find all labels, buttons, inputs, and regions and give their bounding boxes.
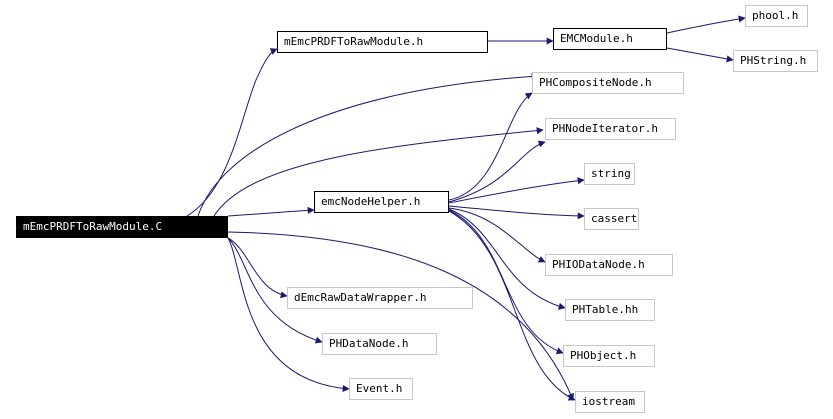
node-cassert-header: cassert	[584, 208, 639, 230]
node-phobject-header: PHObject.h	[563, 345, 655, 367]
node-module-header[interactable]: mEmcPRDFToRawModule.h	[277, 31, 488, 53]
node-label: PHObject.h	[570, 349, 637, 362]
node-label: emcNodeHelper.h	[321, 195, 421, 208]
edge-emcmodule-phstring	[666, 47, 734, 63]
edge-helper-string	[448, 177, 585, 204]
node-iostream-header: iostream	[575, 391, 645, 413]
edge-helper-phiodatanode	[448, 207, 546, 263]
node-phiodatanode-header: PHIODataNode.h	[545, 254, 673, 276]
edge-root-iostream	[227, 231, 574, 401]
edge-emcmodule-phool	[666, 15, 746, 34]
node-root-file: mEmcPRDFToRawModule.C	[16, 216, 228, 238]
node-label: PHNodeIterator.h	[552, 122, 658, 135]
edge-helper-iostream	[448, 210, 576, 401]
node-label: EMCModule.h	[560, 32, 633, 45]
node-string-header: string	[584, 163, 635, 185]
node-emcnodehelper-header[interactable]: emcNodeHelper.h	[314, 191, 449, 213]
node-demcrawdatawrapper-header: dEmcRawDataWrapper.h	[287, 287, 473, 309]
node-phool-header: phool.h	[745, 5, 808, 27]
node-label: mEmcPRDFToRawModule.h	[284, 35, 424, 48]
node-label: PHDataNode.h	[329, 337, 409, 350]
edge-root-demcrawdatawrapper	[227, 237, 288, 299]
node-label: cassert	[591, 212, 638, 225]
node-label: PHCompositeNode.h	[539, 76, 652, 89]
edge-helper-phtable	[448, 208, 566, 310]
node-phtable-header: PHTable.hh	[565, 299, 655, 321]
edge-root-phdatanode	[227, 237, 323, 344]
edge-helper-phnodeiterator	[448, 140, 546, 203]
edge-root-event	[227, 237, 350, 392]
edge-root-phcompositenode	[197, 72, 539, 217]
edge-root-phnodeiterator	[213, 127, 544, 217]
node-label: string	[591, 167, 631, 180]
node-phcompositenode-header: PHCompositeNode.h	[532, 72, 684, 94]
node-phstring-header: PHString.h	[733, 50, 818, 72]
node-label: PHIODataNode.h	[552, 258, 645, 271]
node-label: PHTable.hh	[572, 303, 639, 316]
edge-root-emcnodehelper	[227, 206, 315, 217]
node-event-header: Event.h	[349, 378, 413, 400]
edge-helper-phcompositenode	[448, 92, 533, 201]
node-phnodeiterator-header: PHNodeIterator.h	[545, 118, 676, 140]
edge-root-module-h	[186, 48, 278, 217]
node-label: iostream	[582, 395, 635, 408]
node-label: Event.h	[356, 382, 403, 395]
node-label: PHString.h	[740, 54, 807, 67]
edge-helper-phobject	[448, 209, 564, 355]
node-phdatanode-header: PHDataNode.h	[322, 333, 437, 355]
node-emcmodule-header[interactable]: EMCModule.h	[553, 28, 667, 50]
edge-helper-cassert	[448, 205, 585, 220]
node-label: dEmcRawDataWrapper.h	[294, 291, 427, 304]
node-label: mEmcPRDFToRawModule.C	[23, 220, 163, 233]
node-label: phool.h	[752, 9, 799, 22]
